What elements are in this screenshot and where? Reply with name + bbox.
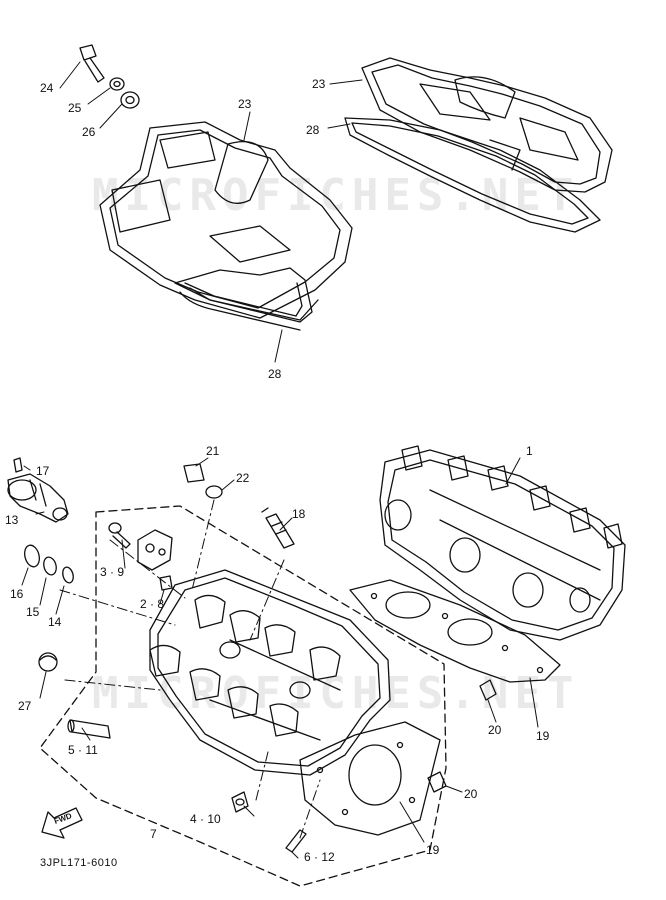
stud-6-12-part <box>285 829 307 853</box>
dowel-2-8-part <box>159 575 173 591</box>
cylinder-head-rear-assembly-outline <box>39 505 447 887</box>
callout-7: 7 <box>150 827 157 841</box>
callout-20-upper: 20 <box>488 723 502 737</box>
o-ring-15-part <box>43 556 57 576</box>
callout-19-upper: 19 <box>536 729 550 743</box>
callout-leaders <box>21 61 539 859</box>
callout-21: 21 <box>206 444 220 458</box>
cylinder-head-1-front-part <box>379 445 626 641</box>
callout-28-left: 28 <box>268 367 282 381</box>
o-ring-16-part <box>24 544 40 568</box>
callout-24: 24 <box>40 81 54 95</box>
cylinder-head-rear-part <box>149 569 441 836</box>
watermark-top: MICROFICHES.NET <box>92 170 580 221</box>
washer-22-part <box>205 485 223 499</box>
gasket-28-front-part <box>344 117 601 233</box>
callout-23-left: 23 <box>238 97 252 111</box>
callout-4-10: 4 · 10 <box>190 812 221 826</box>
valve-cover-23-front-part <box>361 57 613 193</box>
spark-plug-18-part <box>261 507 295 549</box>
dowel-5-11-part <box>67 719 111 739</box>
assembly-leader-lines <box>59 499 321 839</box>
callout-19-lower: 19 <box>426 843 440 857</box>
camshaft-sprocket-13-part <box>7 473 69 523</box>
callout-1: 1 <box>526 444 533 458</box>
grommet-26-part <box>120 91 140 109</box>
bolt-17-part <box>13 457 23 473</box>
rocker-arm-part <box>137 529 173 571</box>
callout-16: 16 <box>10 587 24 601</box>
callout-23-right: 23 <box>312 77 326 91</box>
callout-15: 15 <box>26 605 40 619</box>
washer-25-part <box>109 77 125 91</box>
callout-13: 13 <box>5 513 19 527</box>
valve-cover-23-rear-part <box>99 121 353 331</box>
head-gasket-19-front-part <box>349 579 561 683</box>
callout-2-8: 2 · 8 <box>140 597 165 611</box>
callout-27: 27 <box>18 699 32 713</box>
callout-3-9: 3 · 9 <box>100 565 125 579</box>
callout-25: 25 <box>68 101 82 115</box>
cap-21-part <box>183 463 205 483</box>
callout-20-lower: 20 <box>464 787 478 801</box>
callout-6-12: 6 · 12 <box>304 850 335 864</box>
callout-17: 17 <box>36 464 50 478</box>
cap-27-part <box>38 652 58 672</box>
callout-5-11: 5 · 11 <box>68 743 98 757</box>
diagram-code: 3JPL171-6010 <box>40 857 118 869</box>
dowel-pin-20-upper-part <box>479 679 497 701</box>
o-ring-14-part <box>62 566 74 584</box>
nut-4-10-part <box>231 791 249 813</box>
bolt-3-9-part <box>108 522 131 549</box>
callout-22: 22 <box>236 471 250 485</box>
callout-28-right: 28 <box>306 123 320 137</box>
callout-14: 14 <box>48 615 62 629</box>
gasket-28-rear-part <box>174 267 313 323</box>
bolt-24-part <box>79 44 105 83</box>
fwd-arrow-icon <box>41 807 83 839</box>
callout-26: 26 <box>82 125 96 139</box>
callout-18: 18 <box>292 507 306 521</box>
